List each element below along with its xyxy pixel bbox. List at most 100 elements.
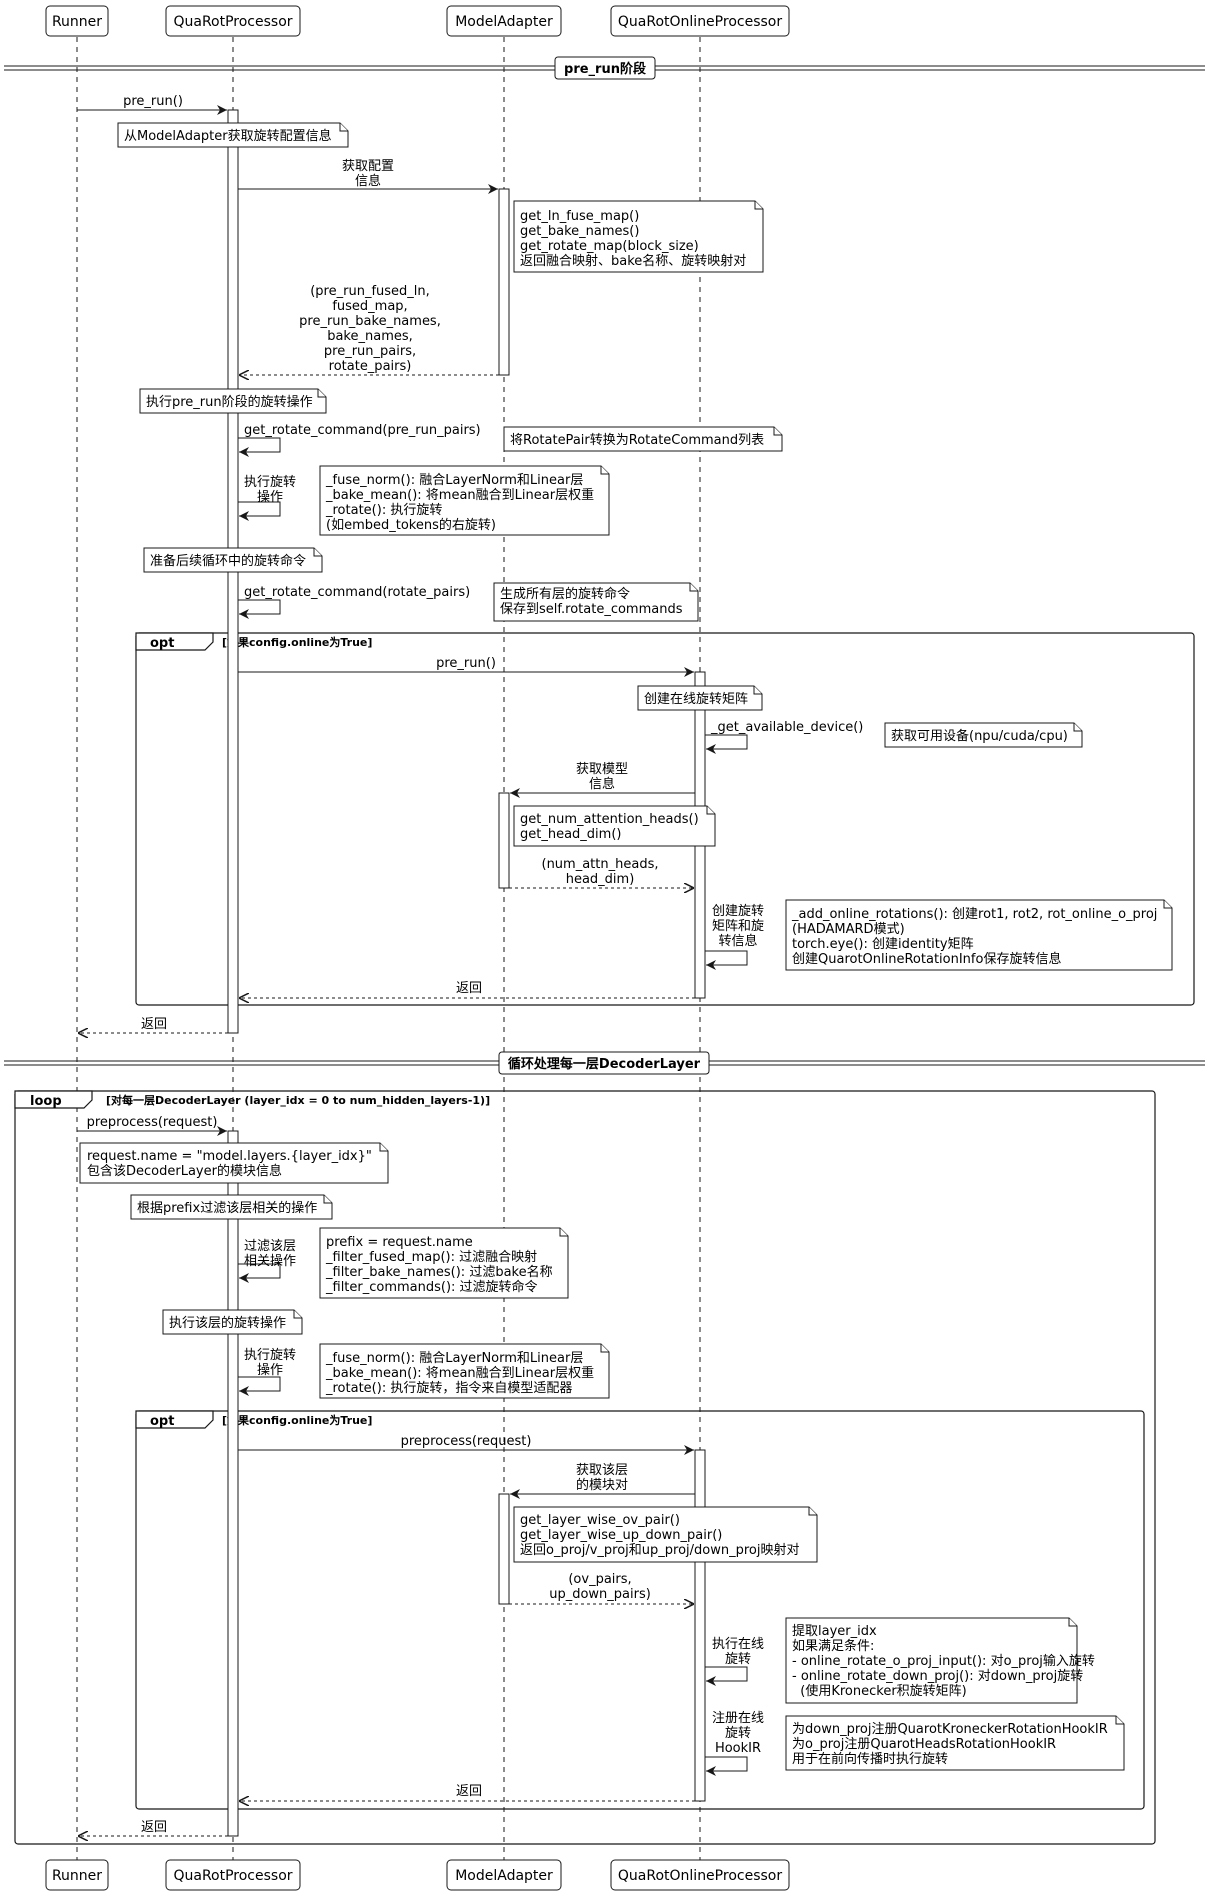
note-available-device: 获取可用设备(npu/cuda/cpu) [884,722,1083,748]
svg-text:get_num_attention_heads()get_h: get_num_attention_heads()get_head_dim() [520,812,699,842]
msg-get-layer-pairs: 获取该层的模块对 [576,1463,628,1493]
note-request-name: request.name = "model.layers.{layer_idx}… [79,1142,389,1184]
svg-text:准备后续循环中的旋转命令: 准备后续循环中的旋转命令 [150,553,306,569]
opt-frame-online-preprocess: opt [如果config.online为True] [135,1410,1145,1810]
svg-text:[对每一层DecoderLayer (layer_idx =: [对每一层DecoderLayer (layer_idx = 0 to num_… [106,1093,490,1107]
svg-text:执行该层的旋转操作: 执行该层的旋转操作 [169,1315,286,1331]
msg-model-info-return: (num_attn_heads,head_dim) [542,857,659,887]
svg-text:prefix = request.name_filter_f: prefix = request.name_filter_fused_map()… [325,1235,553,1295]
svg-text:get_layer_wise_ov_pair()get_la: get_layer_wise_ov_pair()get_layer_wise_u… [520,1513,799,1558]
note-prerun-rotation: 执行pre_run阶段的旋转操作 [139,388,327,414]
svg-text:生成所有层的旋转命令保存到self.rotate_comma: 生成所有层的旋转命令保存到self.rotate_commands [500,586,683,617]
message-arrows [77,105,748,1836]
self-call-layer-rotation [238,1376,281,1396]
svg-text:_add_online_rotations(): 创建rot: _add_online_rotations(): 创建rot1, rot2, r… [791,907,1157,967]
svg-text:Runner: Runner [52,14,102,30]
activation-quarotprocessor-preprocess [227,1130,239,1837]
msg-get-model-info: 获取模型信息 [576,762,628,792]
participant-quarotonlineprocessor-bottom: QuaRotOnlineProcessor [610,1859,790,1891]
participant-runner-top: Runner [45,5,109,37]
note-attention-heads: get_num_attention_heads()get_head_dim() [513,805,716,847]
participant-quarotonlineprocessor-top: QuaRotOnlineProcessor [610,5,790,37]
divider-decoder-layer-loop: 循环处理每一层DecoderLayer [4,1051,1205,1075]
msg-available-device: _get_available_device() [710,720,863,735]
activation-modeladapter-modelinfo [498,792,510,889]
msg-return-preprocess: 返回 [141,1820,167,1835]
note-prepare-rotation-commands: 准备后续循环中的旋转命令 [143,547,323,573]
activation-modeladapter-config [498,188,510,376]
msg-layer-rotation: 执行旋转操作 [244,1348,296,1378]
msg-rotate-command: get_rotate_command(rotate_pairs) [244,585,470,600]
svg-text:get_ln_fuse_map()get_bake_name: get_ln_fuse_map()get_bake_names()get_rot… [520,209,746,269]
note-filter-methods: prefix = request.name_filter_fused_map()… [319,1227,569,1299]
note-register-hooks: 为down_proj注册QuarotKroneckerRotationHookI… [785,1715,1125,1771]
participant-modeladapter-top: ModelAdapter [446,5,562,37]
self-call-available-device [705,734,748,754]
msg-execute-rotation: 执行旋转操作 [244,475,296,505]
note-fuse-bake-rotate: _fuse_norm(): 融合LayerNorm和Linear层_bake_m… [319,465,610,536]
opt-frame-online-prerun: opt [如果config.online为True] [135,632,1195,1006]
note-get-rotation-config: 从ModelAdapter获取旋转配置信息 [117,122,349,148]
svg-text:QuaRotOnlineProcessor: QuaRotOnlineProcessor [618,14,782,30]
self-call-rotate-command [238,599,281,619]
svg-text:循环处理每一层DecoderLayer: 循环处理每一层DecoderLayer [508,1056,701,1072]
msg-create-rotation: 创建旋转矩阵和旋转信息 [712,904,764,949]
participant-quarotprocessor-top: QuaRotProcessor [165,5,301,37]
svg-text:opt: opt [150,636,174,651]
note-adapter-methods: get_ln_fuse_map()get_bake_names()get_rot… [513,200,764,273]
self-call-rotate-command-prerun [238,437,281,457]
activation-online-preprocess [694,1449,706,1802]
svg-text:opt: opt [150,1414,174,1429]
msg-preprocess: preprocess(request) [87,1115,218,1130]
svg-text:QuaRotProcessor: QuaRotProcessor [173,14,292,30]
participant-runner-bottom: Runner [45,1859,109,1891]
msg-get-config: 获取配置信息 [342,159,394,189]
note-online-rotations: _add_online_rotations(): 创建rot1, rot2, r… [785,899,1173,971]
svg-text:[如果config.online为True]: [如果config.online为True] [222,635,372,649]
note-rotatepair-convert: 将RotatePair转换为RotateCommand列表 [503,426,783,452]
note-layer-fuse-bake-rotate: _fuse_norm(): 融合LayerNorm和Linear层_bake_m… [319,1343,610,1399]
note-layer-rotation: 执行该层的旋转操作 [162,1309,303,1335]
msg-config-return: (pre_run_fused_ln,fused_map,pre_run_bake… [299,284,441,374]
note-create-online-matrix: 创建在线旋转矩阵 [637,685,763,711]
self-call-online-rotation [705,1666,748,1686]
svg-text:根据prefix过滤该层相关的操作: 根据prefix过滤该层相关的操作 [137,1200,317,1216]
svg-text:获取可用设备(npu/cuda/cpu): 获取可用设备(npu/cuda/cpu) [891,728,1068,744]
svg-text:创建在线旋转矩阵: 创建在线旋转矩阵 [644,692,748,707]
msg-rotate-command-prerun: get_rotate_command(pre_run_pairs) [244,423,481,438]
self-call-register-hook [705,1756,748,1776]
participant-modeladapter-bottom: ModelAdapter [446,1859,562,1891]
msg-pre-run: pre_run() [123,94,183,109]
msg-online-rotation: 执行在线旋转 [712,1637,764,1667]
svg-text:QuaRotOnlineProcessor: QuaRotOnlineProcessor [618,1868,782,1884]
participant-quarotprocessor-bottom: QuaRotProcessor [165,1859,301,1891]
note-filter-by-prefix: 根据prefix过滤该层相关的操作 [130,1194,333,1220]
svg-text:_fuse_norm(): 融合LayerNorm和Line: _fuse_norm(): 融合LayerNorm和Linear层_bake_m… [325,473,594,533]
self-call-filter-layer [238,1263,281,1283]
activation-modeladapter-layerpairs [498,1493,510,1605]
svg-text:从ModelAdapter获取旋转配置信息: 从ModelAdapter获取旋转配置信息 [124,128,332,144]
svg-text:request.name = "model.layers.{: request.name = "model.layers.{layer_idx}… [87,1149,372,1179]
msg-filter-layer: 过滤该层相关操作 [244,1239,296,1269]
divider-pre-run: pre_run阶段 [4,56,1205,80]
svg-text:为down_proj注册QuarotKroneckerRot: 为down_proj注册QuarotKroneckerRotationHookI… [792,1722,1108,1767]
svg-text:loop: loop [30,1094,62,1109]
loop-frame-decoder-layers: loop [对每一层DecoderLayer (layer_idx = 0 to… [14,1090,1156,1845]
self-call-create-rotation [705,950,748,970]
svg-text:QuaRotProcessor: QuaRotProcessor [173,1868,292,1884]
msg-online-pre-run: pre_run() [436,656,496,671]
svg-text:将RotatePair转换为RotateCommand列表: 将RotatePair转换为RotateCommand列表 [510,433,764,448]
note-generate-rotation-commands: 生成所有层的旋转命令保存到self.rotate_commands [493,582,699,622]
msg-return-online-preprocess: 返回 [456,1784,482,1799]
svg-text:执行pre_run阶段的旋转操作: 执行pre_run阶段的旋转操作 [146,394,313,410]
svg-text:ModelAdapter: ModelAdapter [455,1868,553,1884]
svg-text:ModelAdapter: ModelAdapter [455,14,553,30]
msg-return-prerun: 返回 [141,1017,167,1032]
self-call-execute-rotation [238,501,281,521]
svg-text:pre_run阶段: pre_run阶段 [564,61,646,77]
svg-text:_fuse_norm(): 融合LayerNorm和Line: _fuse_norm(): 融合LayerNorm和Linear层_bake_m… [325,1351,594,1396]
